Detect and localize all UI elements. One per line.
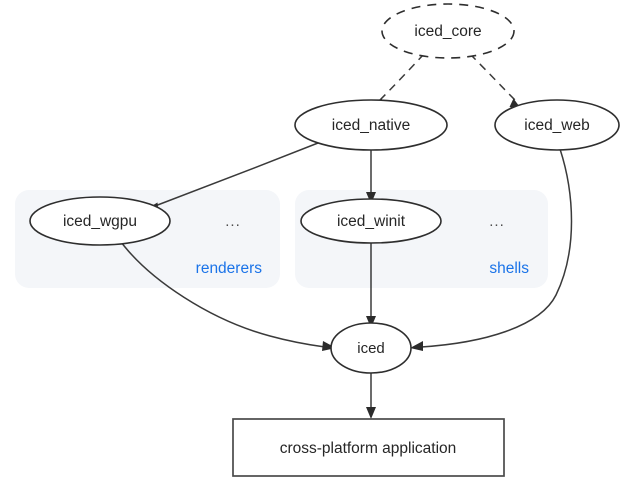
edge-path (378, 53, 425, 102)
node-iced-native-label: iced_native (332, 117, 410, 134)
edge-path (420, 148, 573, 348)
edge-arrowhead (410, 341, 423, 351)
node-iced-wgpu-label: iced_wgpu (63, 213, 137, 230)
node-iced-wgpu[interactable]: iced_wgpu (29, 196, 171, 246)
edge-iced-native-to-iced-winit (366, 149, 376, 204)
node-iced-web[interactable]: iced_web (494, 99, 620, 151)
node-iced-winit[interactable]: iced_winit (300, 198, 442, 244)
edge-arrowhead (366, 192, 376, 204)
node-iced-web-label: iced_web (524, 117, 590, 134)
node-application-label: cross-platform application (280, 440, 457, 457)
cluster-shells-ellipsis: ... (489, 213, 505, 230)
node-iced-winit-label: iced_winit (337, 213, 406, 230)
node-iced-native-shape[interactable] (294, 99, 448, 151)
edge-iced-web-to-iced (410, 148, 573, 351)
node-iced-label: iced (357, 340, 385, 357)
node-iced-core-label: iced_core (414, 23, 481, 40)
node-iced-shape[interactable] (330, 322, 412, 374)
node-iced[interactable]: iced (330, 322, 412, 374)
cluster-shells-label: shells (489, 260, 529, 277)
edge-path (154, 142, 319, 207)
node-iced-core[interactable]: iced_core (381, 3, 515, 59)
node-iced-web-shape[interactable] (494, 99, 620, 151)
edge-path (120, 241, 326, 348)
node-cross-platform-application[interactable]: cross-platform application (232, 418, 505, 477)
cluster-renderers-label: renderers (196, 260, 263, 277)
edge-iced-to-application (366, 373, 376, 419)
edge-arrowhead (366, 316, 376, 328)
edge-iced-core-to-iced-web (469, 53, 522, 110)
edge-iced-winit-to-iced (366, 241, 376, 328)
edge-arrowhead (366, 407, 376, 419)
cluster-renderers-ellipsis: ... (225, 213, 241, 230)
node-iced-winit-shape[interactable] (300, 198, 442, 244)
node-iced-wgpu-shape[interactable] (29, 196, 171, 246)
node-iced-core-shape[interactable] (381, 3, 515, 59)
node-application-shape[interactable] (232, 418, 505, 477)
node-iced-native[interactable]: iced_native (294, 99, 448, 151)
edge-path (469, 53, 517, 102)
